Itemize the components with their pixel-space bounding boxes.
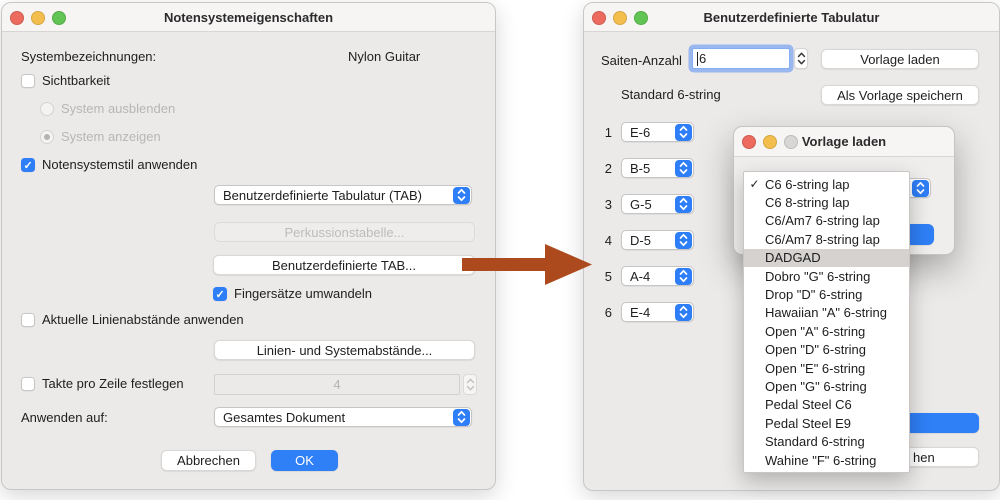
show-system-radio bbox=[40, 130, 54, 144]
popup-titlebar: Vorlage laden bbox=[734, 127, 954, 157]
close-icon[interactable] bbox=[592, 11, 606, 25]
menu-item[interactable]: DADGAD bbox=[744, 248, 909, 267]
chevron-up-down-icon bbox=[675, 231, 692, 249]
string-row: 2 B-5 bbox=[599, 158, 694, 178]
string-row: 6 E-4 bbox=[599, 302, 694, 322]
system-names-label: Systembezeichnungen: bbox=[21, 49, 157, 64]
window-title: Benutzerdefinierte Tabulatur bbox=[703, 9, 880, 25]
string-row: 4 D-5 bbox=[599, 230, 694, 250]
percussion-layout-button: Perkussionstabelle... bbox=[214, 222, 475, 242]
apply-to-label: Anwenden auf: bbox=[21, 410, 108, 425]
menu-item[interactable]: C6/Am7 6-string lap bbox=[765, 213, 880, 229]
chevron-up-down-icon bbox=[912, 179, 929, 197]
line-spacing-checkbox[interactable] bbox=[21, 313, 35, 327]
staff-properties-window: Notensystemeigenschaften Systembezeichnu… bbox=[1, 2, 496, 490]
menu-item[interactable]: Drop "D" 6-string bbox=[765, 287, 863, 303]
staff-style-checkbox[interactable] bbox=[21, 158, 35, 172]
chevron-up-down-icon bbox=[675, 123, 692, 141]
template-name-label: Standard 6-string bbox=[621, 87, 721, 102]
close-icon[interactable] bbox=[10, 11, 24, 25]
staff-style-label: Notensystemstil anwenden bbox=[42, 157, 198, 172]
string-count-label: Saiten-Anzahl bbox=[601, 53, 682, 68]
show-system-label: System anzeigen bbox=[61, 129, 161, 144]
menu-item[interactable]: Open "A" 6-string bbox=[765, 323, 866, 339]
chevron-up-down-icon bbox=[453, 186, 470, 204]
maximize-icon-inactive bbox=[784, 135, 798, 149]
string-note-select[interactable]: E-4 bbox=[621, 302, 694, 322]
string-row: 1 E-6 bbox=[599, 122, 694, 142]
traffic-lights bbox=[742, 135, 798, 149]
ok-button[interactable]: OK bbox=[271, 450, 338, 471]
string-number-label: 2 bbox=[604, 160, 612, 176]
minimize-icon[interactable] bbox=[613, 11, 627, 25]
visibility-label: Sichtbarkeit bbox=[42, 73, 110, 88]
hide-system-label: System ausblenden bbox=[61, 101, 176, 116]
string-count-input[interactable]: 6 bbox=[692, 48, 790, 69]
visibility-checkbox[interactable] bbox=[21, 74, 35, 88]
string-list: 1 E-6 2 B-5 bbox=[599, 122, 694, 322]
check-icon bbox=[744, 177, 765, 191]
string-count-stepper[interactable] bbox=[794, 48, 808, 69]
menu-item[interactable]: Dobro "G" 6-string bbox=[765, 268, 871, 284]
chevron-up-down-icon bbox=[675, 303, 692, 321]
hide-system-radio bbox=[40, 102, 54, 116]
measures-stepper bbox=[463, 374, 477, 395]
line-system-spacing-button[interactable]: Linien- und Systemabstände... bbox=[214, 340, 475, 360]
window-title: Notensystemeigenschaften bbox=[163, 9, 334, 25]
traffic-lights bbox=[592, 11, 648, 25]
menu-item[interactable]: Open "D" 6-string bbox=[765, 342, 866, 358]
chevron-up-down-icon bbox=[675, 267, 692, 285]
chevron-up-down-icon bbox=[675, 159, 692, 177]
chevron-up-down-icon bbox=[675, 195, 692, 213]
string-note-select[interactable]: G-5 bbox=[621, 194, 694, 214]
cancel-button[interactable]: Abbrechen bbox=[161, 450, 256, 471]
line-spacing-label: Aktuelle Linienabstände anwenden bbox=[42, 312, 244, 327]
popup-title: Vorlage laden bbox=[801, 134, 887, 149]
save-template-button[interactable]: Als Vorlage speichern bbox=[821, 85, 979, 105]
measures-per-line-label: Takte pro Zeile festlegen bbox=[42, 376, 184, 391]
right-titlebar: Benutzerdefinierte Tabulatur bbox=[584, 3, 999, 32]
custom-tab-button[interactable]: Benutzerdefinierte TAB... bbox=[213, 255, 475, 275]
string-note-select[interactable]: E-6 bbox=[621, 122, 694, 142]
string-note-select[interactable]: A-4 bbox=[621, 266, 694, 286]
menu-item[interactable]: Pedal Steel C6 bbox=[765, 397, 852, 413]
string-number-label: 5 bbox=[604, 268, 612, 284]
maximize-icon[interactable] bbox=[634, 11, 648, 25]
menu-item[interactable]: Wahine "F" 6-string bbox=[765, 452, 877, 468]
menu-item[interactable]: Open "E" 6-string bbox=[765, 360, 866, 376]
string-note-select[interactable]: D-5 bbox=[621, 230, 694, 250]
string-number-label: 6 bbox=[604, 304, 612, 320]
string-number-label: 4 bbox=[604, 232, 612, 248]
load-template-button[interactable]: Vorlage laden bbox=[821, 49, 979, 69]
measures-per-line-field: 4 bbox=[214, 374, 460, 395]
string-number-label: 1 bbox=[604, 124, 612, 140]
text-caret bbox=[697, 51, 698, 66]
left-titlebar: Notensystemeigenschaften bbox=[2, 3, 495, 32]
menu-item[interactable]: Hawaiian "A" 6-string bbox=[765, 305, 887, 321]
maximize-icon[interactable] bbox=[52, 11, 66, 25]
staff-style-select[interactable]: Benutzerdefinierte Tabulatur (TAB) bbox=[214, 185, 472, 205]
menu-item[interactable]: C6 6-string lap bbox=[744, 175, 909, 193]
fingerings-label: Fingersätze umwandeln bbox=[234, 286, 373, 301]
template-menu: C6 6-string lap C6 8-string lap C6/Am7 6… bbox=[743, 171, 910, 474]
fingerings-checkbox[interactable] bbox=[213, 287, 227, 301]
measures-per-line-checkbox[interactable] bbox=[21, 377, 35, 391]
minimize-icon[interactable] bbox=[31, 11, 45, 25]
menu-item[interactable]: Open "G" 6-string bbox=[765, 378, 867, 394]
traffic-lights bbox=[10, 11, 66, 25]
apply-to-select[interactable]: Gesamtes Dokument bbox=[214, 407, 472, 427]
menu-item[interactable]: Pedal Steel E9 bbox=[765, 415, 852, 431]
string-number-label: 3 bbox=[604, 196, 612, 212]
string-note-select[interactable]: B-5 bbox=[621, 158, 694, 178]
chevron-up-down-icon bbox=[453, 408, 470, 426]
instrument-name: Nylon Guitar bbox=[348, 49, 421, 64]
string-row: 3 G-5 bbox=[599, 194, 694, 214]
menu-item[interactable]: Standard 6-string bbox=[765, 434, 865, 450]
minimize-icon[interactable] bbox=[763, 135, 777, 149]
close-icon[interactable] bbox=[742, 135, 756, 149]
string-row: 5 A-4 bbox=[599, 266, 694, 286]
menu-item[interactable]: C6 8-string lap bbox=[765, 195, 850, 211]
menu-item[interactable]: C6/Am7 8-string lap bbox=[765, 231, 880, 247]
